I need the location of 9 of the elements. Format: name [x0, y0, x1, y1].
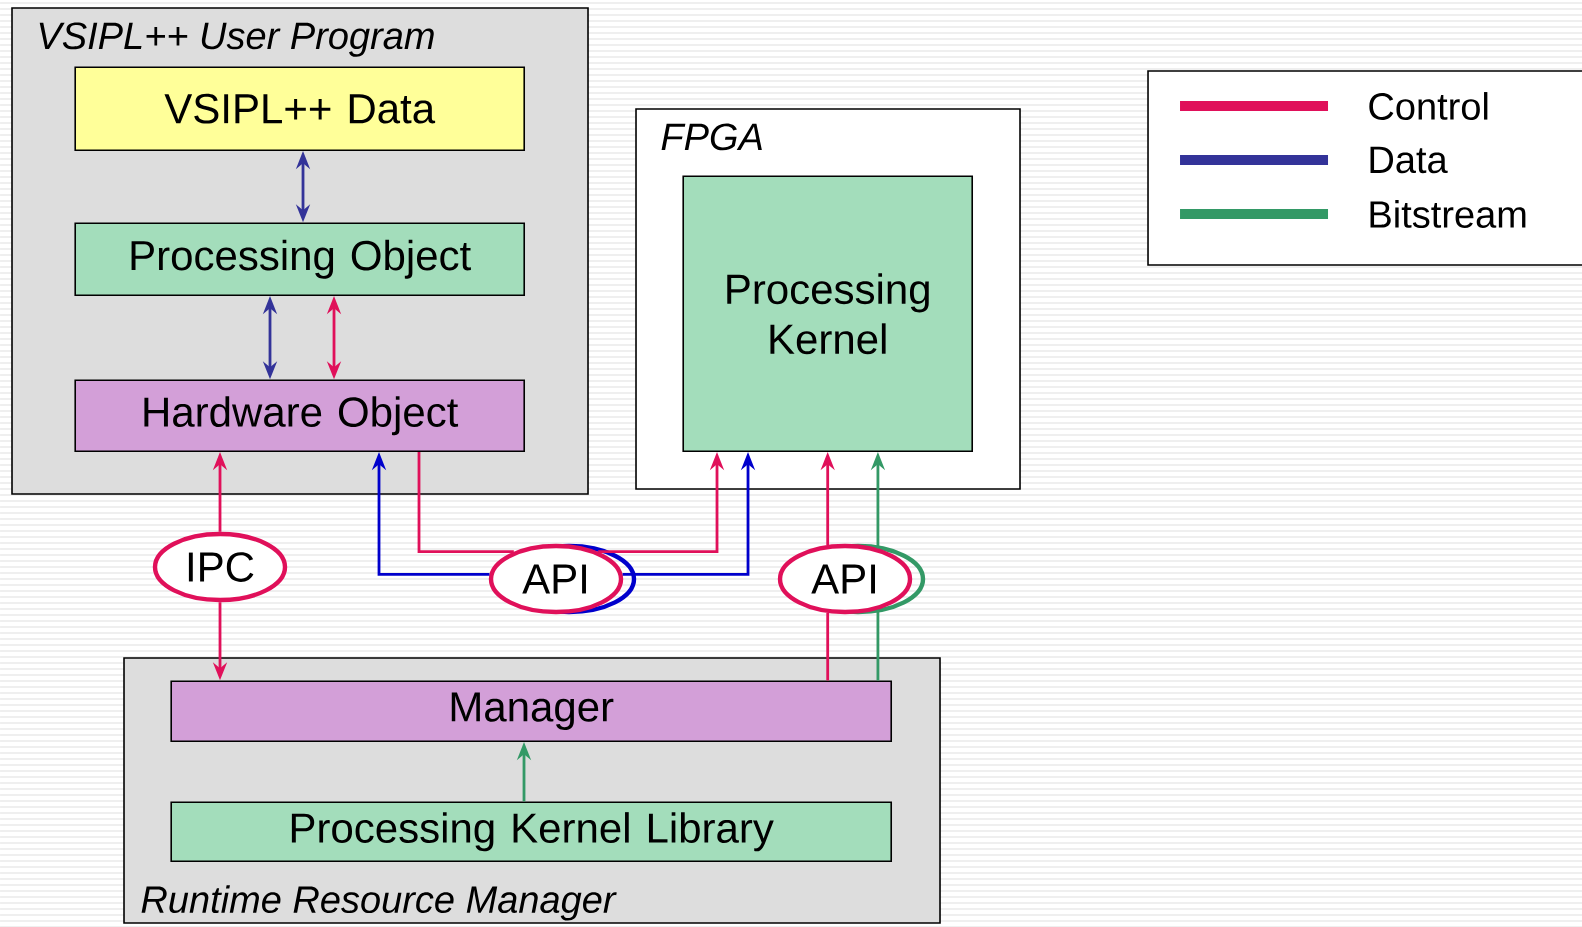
- process-box: Processing Kernel: [682, 175, 973, 452]
- process-box: Hardware Object: [74, 379, 525, 452]
- legend-label: Control: [1369, 92, 1488, 120]
- legend-label: Bitstream: [1370, 200, 1526, 228]
- process-box: Manager: [170, 680, 892, 742]
- process-box: Processing Object: [74, 222, 525, 296]
- process-box: VSIPL++ Data: [74, 66, 525, 151]
- process-box: Processing Kernel Library: [170, 801, 892, 862]
- legend-label: Data: [1370, 146, 1448, 174]
